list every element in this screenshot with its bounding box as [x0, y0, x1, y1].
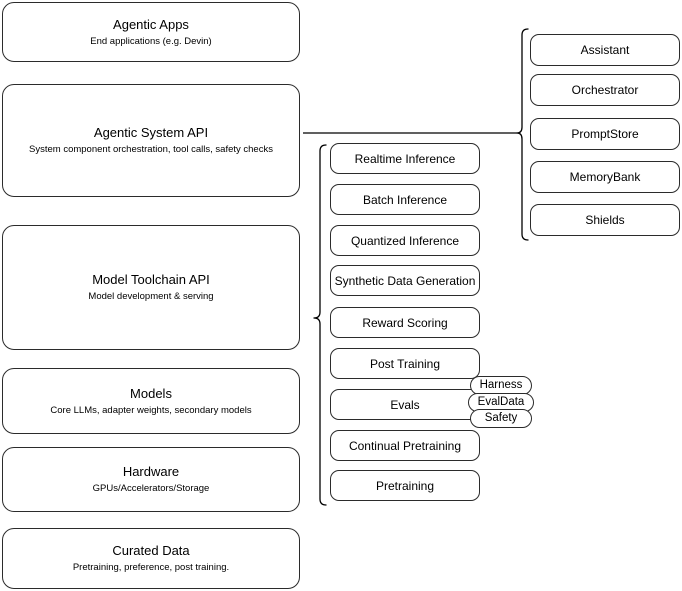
toolchain-chip-reward-scoring[interactable]: Reward Scoring [330, 307, 480, 338]
toolchain-chip-pretraining[interactable]: Pretraining [330, 470, 480, 501]
stack-layer-subtitle: Pretraining, preference, post training. [72, 562, 230, 573]
toolchain-chip-post-training[interactable]: Post Training [330, 348, 480, 379]
stack-layer-agentic-system-api[interactable]: Agentic System API System component orch… [2, 84, 300, 197]
stack-layer-subtitle: System component orchestration, tool cal… [29, 144, 273, 155]
toolchain-chip-evals[interactable]: Evals [330, 389, 480, 420]
system-chip-memorybank[interactable]: MemoryBank [530, 161, 680, 193]
stack-layer-title: Hardware [122, 464, 180, 479]
toolchain-chip-quantized-inference[interactable]: Quantized Inference [330, 225, 480, 256]
stack-layer-agentic-apps[interactable]: Agentic Apps End applications (e.g. Devi… [2, 2, 300, 62]
stack-layer-curated-data[interactable]: Curated Data Pretraining, preference, po… [2, 528, 300, 589]
stack-layer-title: Agentic System API [93, 125, 209, 140]
stack-layer-title: Agentic Apps [113, 16, 189, 32]
stack-layer-subtitle: End applications (e.g. Devin) [90, 35, 212, 47]
stack-layer-models[interactable]: Models Core LLMs, adapter weights, secon… [2, 368, 300, 434]
stack-layer-title: Curated Data [112, 543, 190, 558]
stack-layer-subtitle: GPUs/Accelerators/Storage [92, 483, 210, 494]
system-chip-assistant[interactable]: Assistant [530, 34, 680, 66]
stack-layer-title: Models [130, 385, 172, 401]
stack-layer-model-toolchain-api[interactable]: Model Toolchain API Model development & … [2, 225, 300, 350]
system-brace [516, 28, 529, 241]
system-chip-shields[interactable]: Shields [530, 204, 680, 236]
stack-layer-hardware[interactable]: Hardware GPUs/Accelerators/Storage [2, 447, 300, 512]
system-chip-orchestrator[interactable]: Orchestrator [530, 74, 680, 106]
toolchain-brace [313, 144, 327, 506]
toolchain-chip-realtime-inference[interactable]: Realtime Inference [330, 143, 480, 174]
stack-layer-subtitle: Model development & serving [88, 291, 214, 302]
toolchain-chip-batch-inference[interactable]: Batch Inference [330, 184, 480, 215]
system-chip-promptstore[interactable]: PromptStore [530, 118, 680, 150]
stack-layer-title: Model Toolchain API [92, 272, 210, 287]
eval-tag-safety[interactable]: Safety [470, 409, 532, 428]
toolchain-chip-synthetic-data-generation[interactable]: Synthetic Data Generation [330, 265, 480, 296]
toolchain-chip-continual-pretraining[interactable]: Continual Pretraining [330, 430, 480, 461]
stack-layer-subtitle: Core LLMs, adapter weights, secondary mo… [50, 404, 252, 416]
